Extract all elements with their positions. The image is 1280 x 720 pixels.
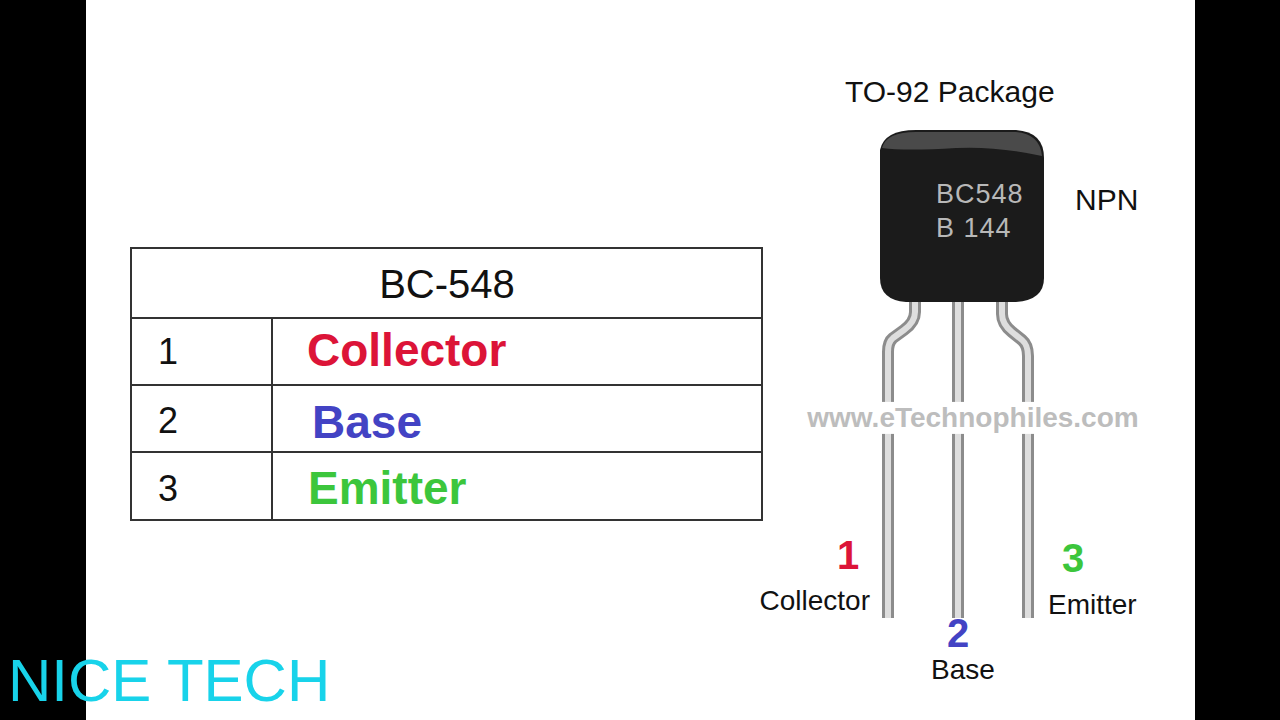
transistor-leads [888, 290, 1028, 618]
watermark: www.eTechnophiles.com [804, 402, 1141, 434]
table-rule [271, 318, 273, 520]
emitter-lead [1002, 290, 1028, 618]
table-cell: Base [312, 396, 422, 449]
table-heading: BC-548 [379, 261, 515, 307]
part-marking: BC548 [936, 178, 1040, 212]
pin-name: Emitter [1048, 589, 1137, 621]
side-bar [0, 0, 86, 720]
pin-table [131, 248, 762, 520]
pin-number: 1 [837, 532, 859, 578]
pin-number: 3 [1062, 535, 1084, 581]
table-cell: 2 [158, 400, 178, 441]
body-shape [880, 130, 1044, 302]
package-name: TO-92 Package [845, 75, 1055, 110]
pin-number: 2 [947, 610, 969, 656]
table-rule [131, 317, 762, 319]
side-bar [1195, 0, 1280, 720]
part-marking: B 144 [936, 212, 1040, 246]
polarity-label: NPN [1075, 183, 1138, 218]
transistor-body: BC548B 144 [876, 128, 1048, 304]
emitter-lead [1002, 290, 1028, 618]
base-lead [952, 290, 964, 618]
channel-logo: NICE TECH [8, 646, 330, 715]
table-rule [131, 451, 762, 453]
pin-name: Collector [760, 585, 870, 617]
table-cell: Collector [307, 324, 506, 377]
table-cell: 3 [158, 468, 178, 509]
table-cell: 1 [158, 331, 178, 372]
table-cell: Emitter [308, 462, 466, 515]
table-border [131, 248, 762, 520]
pin-name: Base [931, 654, 995, 686]
body-top [882, 132, 1042, 156]
table-rule [131, 384, 762, 386]
collector-lead [888, 290, 915, 618]
base-lead [955, 290, 961, 618]
collector-lead [888, 290, 915, 618]
